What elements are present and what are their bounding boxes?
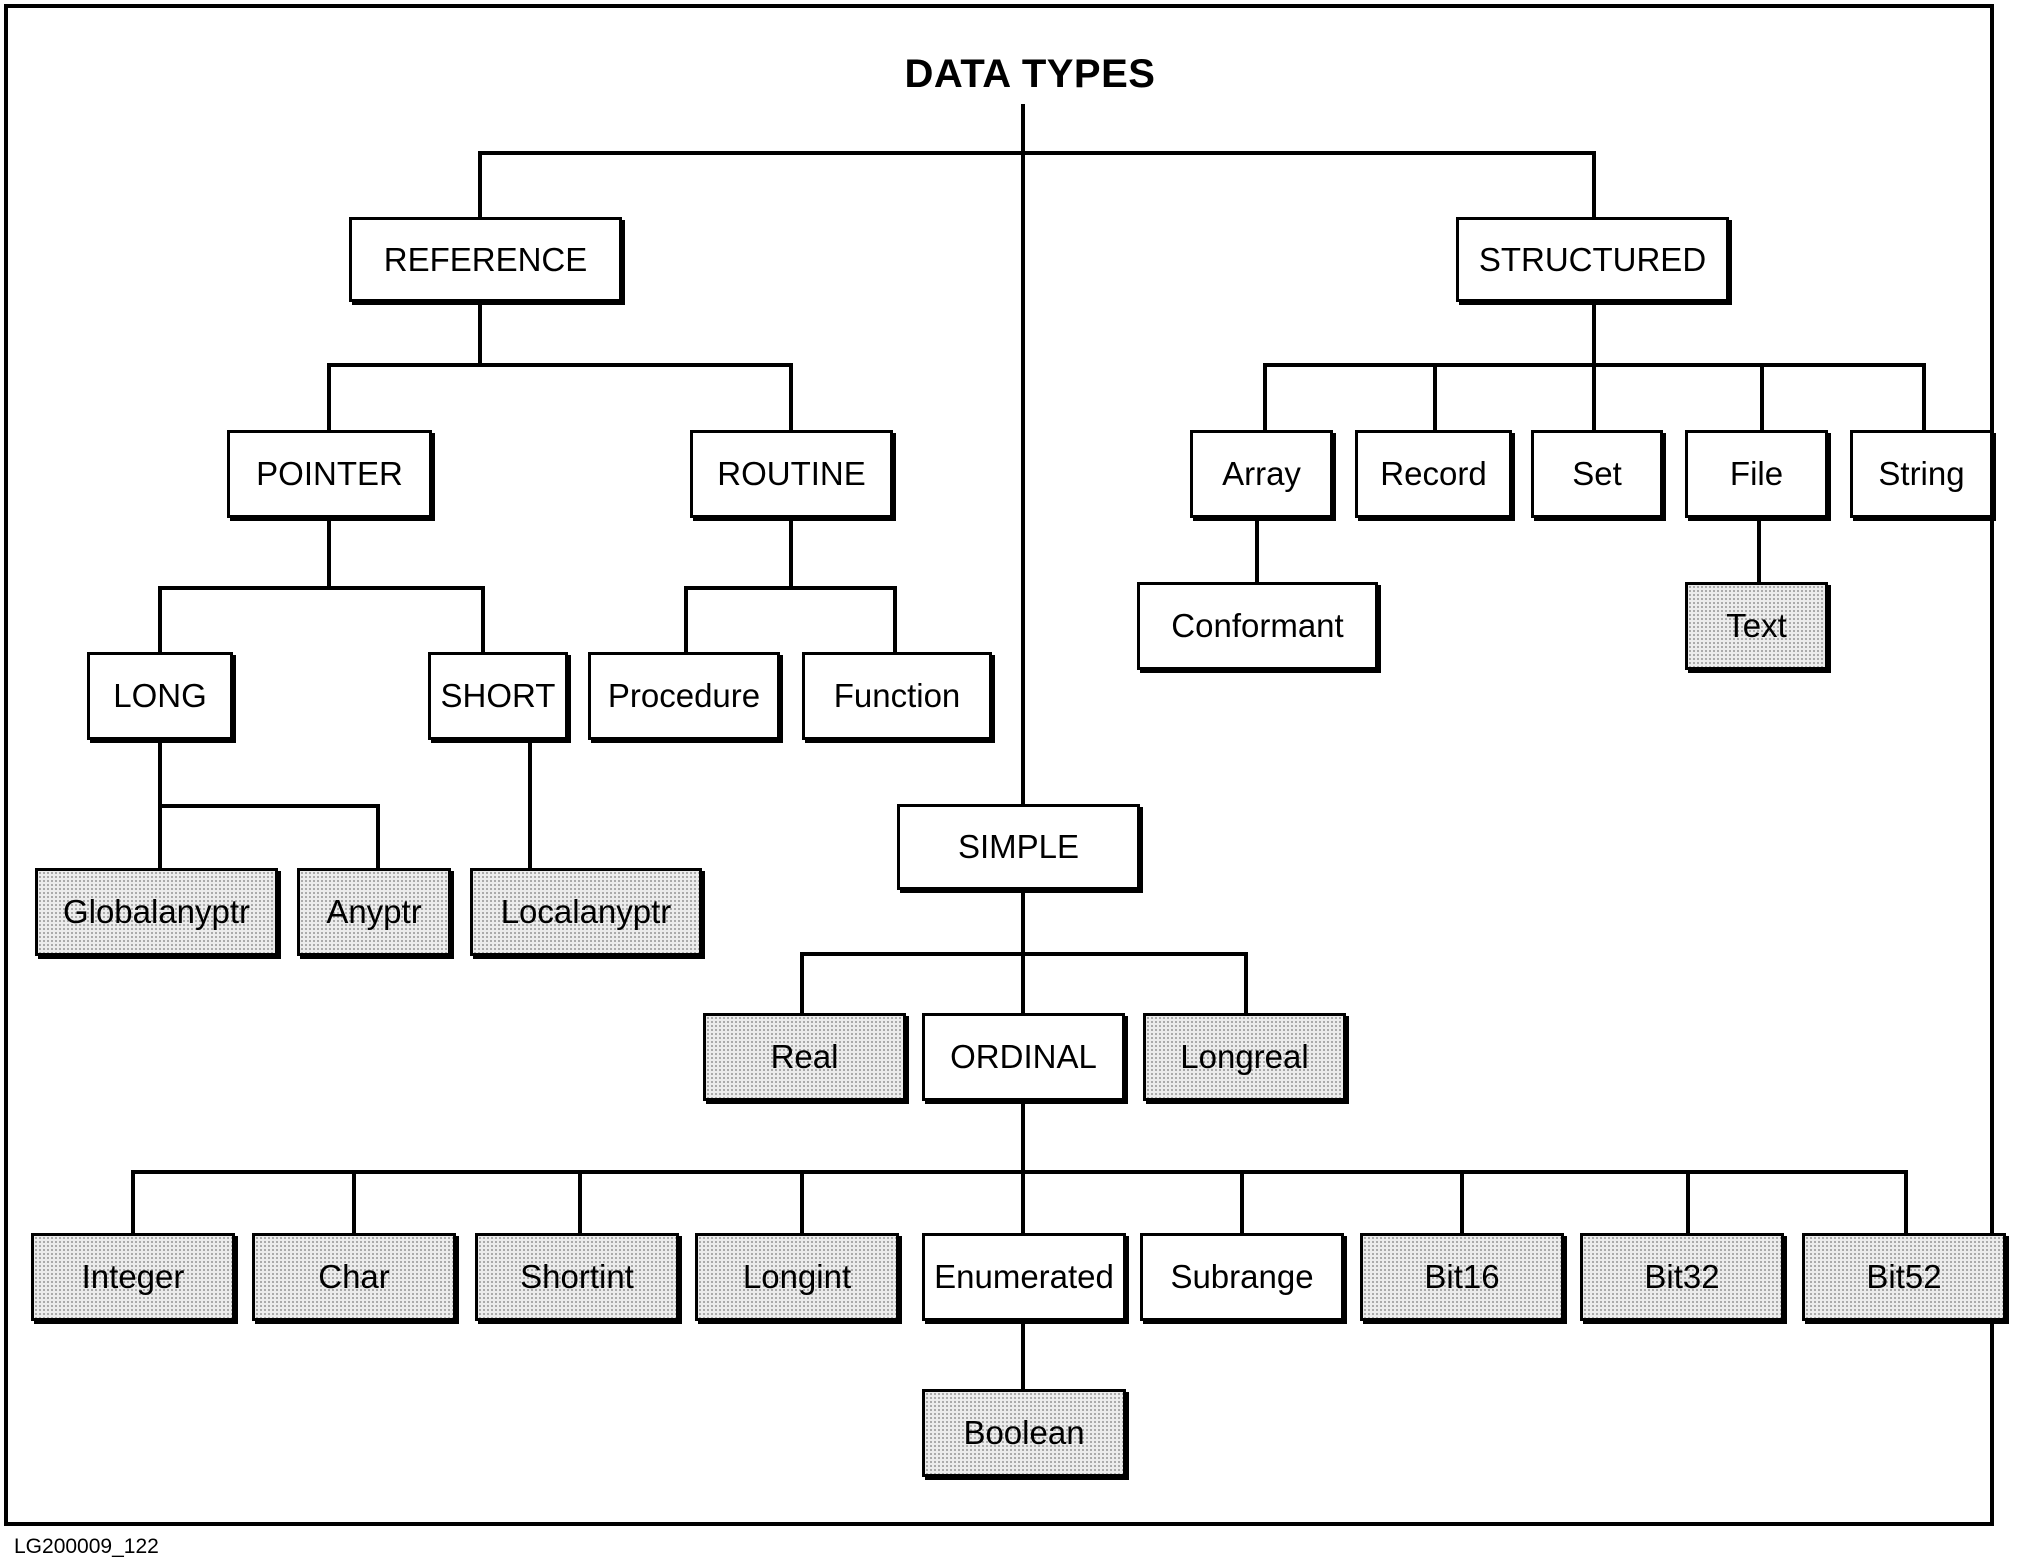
node-bit16: Bit16 [1360,1233,1564,1321]
node-ordinal: ORDINAL [922,1013,1125,1101]
node-routine: ROUTINE [690,430,893,518]
node-text: Text [1685,582,1828,670]
node-shortint: Shortint [475,1233,679,1321]
node-long: LONG [87,652,233,740]
node-integer: Integer [31,1233,235,1321]
node-boolean: Boolean [922,1389,1126,1477]
node-localanyptr: Localanyptr [470,868,702,956]
node-function: Function [802,652,992,740]
figure-id: LG200009_122 [14,1535,159,1558]
node-anyptr: Anyptr [297,868,451,956]
node-char: Char [252,1233,456,1321]
node-short: SHORT [428,652,568,740]
node-set: Set [1531,430,1663,518]
node-file: File [1685,430,1828,518]
diagram-frame [4,4,1994,1526]
node-longreal: Longreal [1143,1013,1346,1101]
diagram-title: DATA TYPES [904,52,1156,96]
node-reference: REFERENCE [349,217,622,302]
node-record: Record [1355,430,1512,518]
node-simple: SIMPLE [897,804,1140,890]
node-real: Real [703,1013,906,1101]
node-globalanyptr: Globalanyptr [35,868,278,956]
node-bit52: Bit52 [1802,1233,2006,1321]
node-subrange: Subrange [1140,1233,1344,1321]
node-pointer: POINTER [227,430,432,518]
node-array: Array [1190,430,1333,518]
node-string: String [1850,430,1993,518]
node-bit32: Bit32 [1580,1233,1784,1321]
node-conformant: Conformant [1137,582,1378,670]
node-longint: Longint [695,1233,899,1321]
node-enumerated: Enumerated [922,1233,1126,1321]
node-procedure: Procedure [588,652,780,740]
node-structured: STRUCTURED [1456,217,1729,302]
